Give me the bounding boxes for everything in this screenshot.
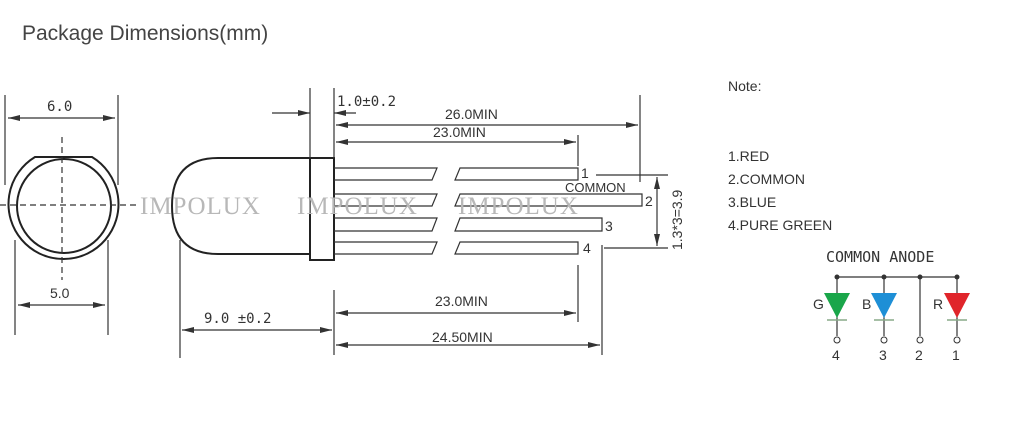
diode-letter-r: R bbox=[933, 296, 943, 312]
dim-lead-short-top: 23.0MIN bbox=[433, 124, 486, 140]
note-heading: Note: bbox=[728, 78, 761, 94]
red-diode-icon bbox=[944, 293, 970, 318]
common-label: COMMON bbox=[565, 180, 626, 195]
led-body bbox=[170, 157, 310, 255]
dim-body-length: 9.0 ±0.2 bbox=[204, 311, 271, 327]
leads bbox=[334, 167, 643, 255]
schematic-pin-2: 2 bbox=[915, 347, 923, 363]
blue-diode-icon bbox=[871, 293, 897, 318]
schematic-title: COMMON ANODE bbox=[826, 248, 934, 266]
pin-label-2: 2 bbox=[645, 193, 653, 209]
pin-label-4: 4 bbox=[583, 240, 591, 256]
outer-rim bbox=[7, 156, 120, 260]
front-view: 6.0 5.0 bbox=[0, 95, 140, 335]
dim-lead-short-bottom: 23.0MIN bbox=[435, 293, 488, 309]
side-view: 1 2 3 4 COMMON 1.0±0.2 26.0MIN 23.0MIN 1… bbox=[170, 88, 685, 358]
dim-inner-diameter: 5.0 bbox=[50, 285, 70, 301]
pin-label-3: 3 bbox=[605, 218, 613, 234]
watermark: IMPOLUX bbox=[140, 193, 261, 220]
watermark: IMPOLUX bbox=[458, 193, 579, 220]
dim-flange: 1.0±0.2 bbox=[337, 94, 396, 110]
diode-letter-b: B bbox=[862, 296, 871, 312]
schematic-pin-1: 1 bbox=[952, 347, 960, 363]
pin-label-1: 1 bbox=[581, 165, 589, 181]
green-diode-icon bbox=[824, 293, 850, 318]
note-item: 1.RED bbox=[728, 148, 769, 164]
common-anode-schematic: COMMON ANODE G 4 B 3 2 R 1 bbox=[813, 248, 970, 363]
note-item: 3.BLUE bbox=[728, 194, 776, 210]
flange bbox=[309, 157, 335, 261]
dim-pitch: 1.3*3=3.9 bbox=[669, 189, 685, 250]
dim-outer-diameter: 6.0 bbox=[47, 99, 72, 115]
dim-lead-long: 26.0MIN bbox=[445, 106, 498, 122]
schematic-pin-4: 4 bbox=[832, 347, 840, 363]
diode-letter-g: G bbox=[813, 296, 824, 312]
lens-circle bbox=[16, 158, 112, 254]
watermark: IMPOLUX bbox=[297, 193, 418, 220]
note-item: 2.COMMON bbox=[728, 171, 805, 187]
schematic-pin-3: 3 bbox=[879, 347, 887, 363]
page-title: Package Dimensions(mm) bbox=[22, 22, 268, 45]
note-item: 4.PURE GREEN bbox=[728, 217, 832, 233]
dim-lead-mid: 24.50MIN bbox=[432, 329, 493, 345]
